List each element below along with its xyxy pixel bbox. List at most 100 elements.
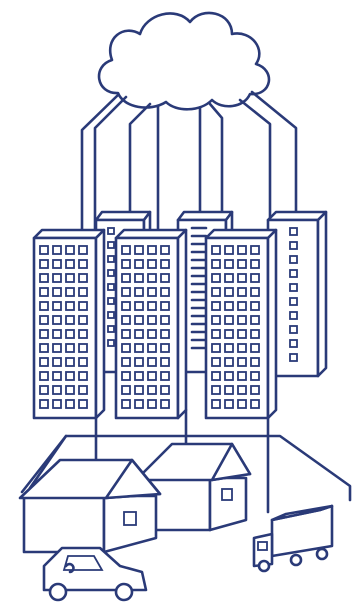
building-window <box>225 386 233 394</box>
building-window <box>225 358 233 366</box>
building-window <box>212 358 220 366</box>
building-window <box>40 386 48 394</box>
building-window <box>108 340 114 346</box>
building-window <box>251 260 259 268</box>
building-window <box>135 316 143 324</box>
building-window <box>148 400 156 408</box>
building-window <box>225 246 233 254</box>
building-window <box>135 330 143 338</box>
building-window <box>53 372 61 380</box>
building-window <box>135 400 143 408</box>
building-window <box>122 330 130 338</box>
building-window <box>40 302 48 310</box>
building-window <box>290 298 297 305</box>
building-window <box>290 340 297 347</box>
building-window <box>212 260 220 268</box>
building-window <box>40 316 48 324</box>
car-icon <box>44 548 146 600</box>
building-window <box>148 330 156 338</box>
building-window <box>238 288 246 296</box>
building-window <box>290 228 297 235</box>
building-window <box>238 302 246 310</box>
building-window <box>135 344 143 352</box>
building-window <box>225 316 233 324</box>
building-window <box>108 270 114 276</box>
building-window <box>161 274 169 282</box>
building-window <box>148 246 156 254</box>
building-window <box>53 358 61 366</box>
building-window <box>66 330 74 338</box>
building-window <box>225 288 233 296</box>
building-window <box>135 274 143 282</box>
building-window <box>53 330 61 338</box>
building-window <box>238 400 246 408</box>
building-window <box>79 358 87 366</box>
building-window <box>122 246 130 254</box>
building-window <box>238 316 246 324</box>
building-window <box>53 400 61 408</box>
building-window <box>148 274 156 282</box>
building-window <box>40 260 48 268</box>
building-window <box>161 344 169 352</box>
building-window <box>53 288 61 296</box>
building-window <box>161 288 169 296</box>
building-window <box>66 400 74 408</box>
building-window <box>79 344 87 352</box>
building-window <box>122 400 130 408</box>
building-window <box>290 256 297 263</box>
building-window <box>135 246 143 254</box>
building-window <box>135 302 143 310</box>
building-window <box>148 316 156 324</box>
cloud-icon <box>99 13 269 109</box>
building-window <box>122 288 130 296</box>
building-window <box>122 302 130 310</box>
building-window <box>251 386 259 394</box>
building-window <box>40 344 48 352</box>
building-window <box>66 372 74 380</box>
building-window <box>40 372 48 380</box>
building-window <box>251 358 259 366</box>
building-window <box>290 312 297 319</box>
building-window <box>79 260 87 268</box>
building-window <box>238 372 246 380</box>
building-window <box>225 260 233 268</box>
building-window <box>238 260 246 268</box>
building-window <box>225 330 233 338</box>
building-window <box>251 316 259 324</box>
building-window <box>212 330 220 338</box>
building-window <box>251 288 259 296</box>
building-window <box>212 288 220 296</box>
building-window <box>135 358 143 366</box>
building-window <box>148 260 156 268</box>
building-window <box>212 302 220 310</box>
building-window <box>79 400 87 408</box>
building-window <box>79 372 87 380</box>
building-window <box>122 372 130 380</box>
building-window <box>122 260 130 268</box>
building-window <box>40 400 48 408</box>
building-window <box>238 344 246 352</box>
building-window <box>66 288 74 296</box>
building-window <box>148 372 156 380</box>
building-window <box>135 260 143 268</box>
delivery-truck-icon <box>254 506 332 571</box>
building-window <box>225 400 233 408</box>
building-window <box>161 386 169 394</box>
building-window <box>135 288 143 296</box>
building-window <box>251 330 259 338</box>
building-window <box>79 246 87 254</box>
building-window <box>108 228 114 234</box>
building-window <box>53 316 61 324</box>
building-window <box>108 312 114 318</box>
building-window <box>238 246 246 254</box>
building-window <box>79 302 87 310</box>
building-window <box>40 330 48 338</box>
building-window <box>53 386 61 394</box>
building-window <box>79 386 87 394</box>
building-window <box>251 302 259 310</box>
building-window <box>251 246 259 254</box>
building-window <box>290 242 297 249</box>
building-window <box>122 386 130 394</box>
building-window <box>238 330 246 338</box>
